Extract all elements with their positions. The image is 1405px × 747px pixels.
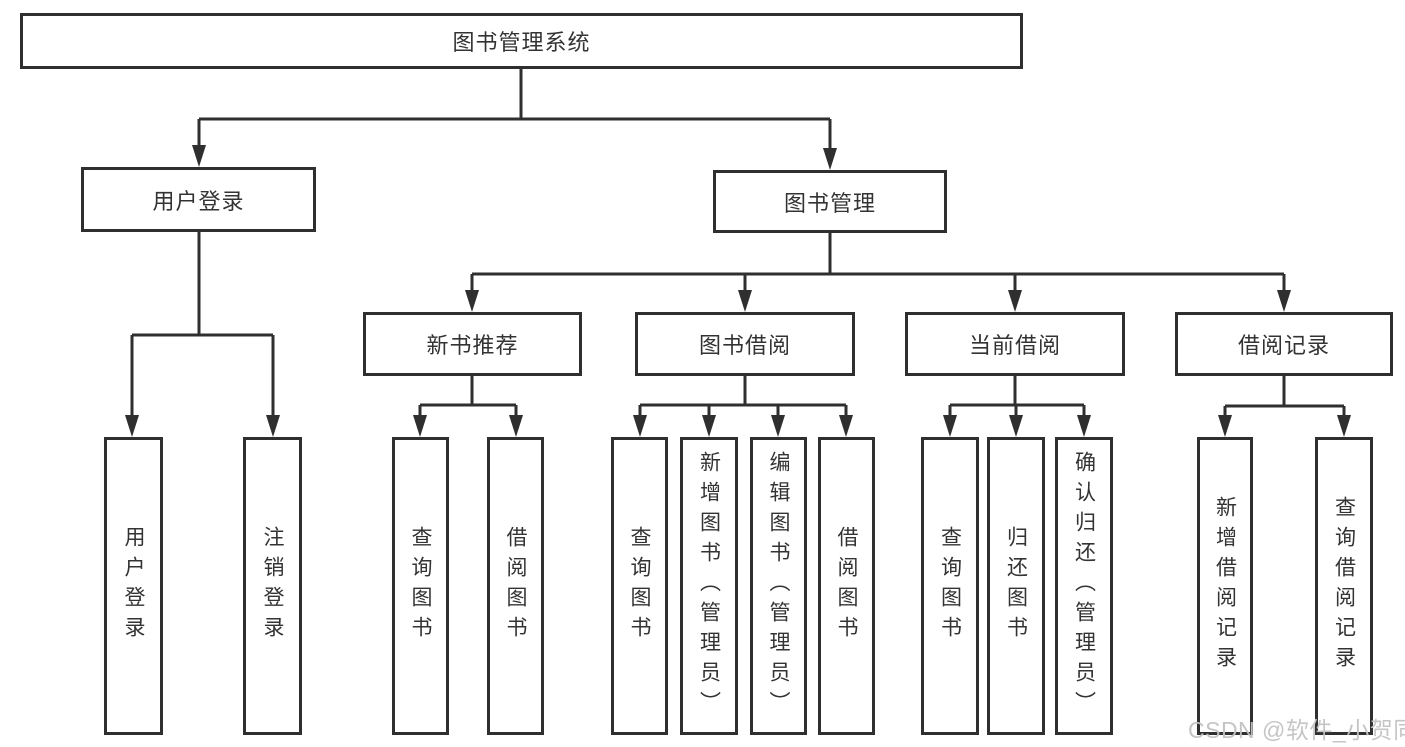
leaf-return-books: 归还图书 [987,437,1045,735]
leaf-logout: 注销登录 [243,437,302,735]
leaf-user-login: 用户登录 [104,437,163,735]
node-label: 借阅记录 [1237,333,1330,358]
node-borrow-records: 借阅记录 [1175,312,1393,376]
node-label: 图书管理系统 [452,30,591,55]
leaf-query-books-current: 查询图书 [921,437,979,735]
leaf-label: 新增图书（管理员） [697,451,721,721]
leaf-label: 借阅图书 [835,526,858,646]
leaf-borrow-books-borrow: 借阅图书 [818,437,875,735]
leaf-label: 确认归还（管理员） [1072,451,1096,721]
leaf-label: 归还图书 [1004,526,1028,646]
leaf-label: 查询图书 [628,526,651,646]
leaf-label: 查询借阅记录 [1332,496,1356,676]
leaf-confirm-return-admin: 确认归还（管理员） [1055,437,1113,735]
node-label: 新书推荐 [426,333,519,358]
csdn-watermark: CSDN @软件_小贺同学 [1188,717,1405,743]
leaf-label: 新增借阅记录 [1213,496,1237,676]
leaf-borrow-books-recommend: 借阅图书 [487,437,544,735]
arrowheads [125,145,1351,437]
leaf-query-borrow-record: 查询借阅记录 [1315,437,1373,735]
leaf-edit-books-admin: 编辑图书（管理员） [750,437,807,735]
node-user-login: 用户登录 [81,167,316,232]
leaf-add-borrow-record: 新增借阅记录 [1197,437,1253,735]
node-library-management-system: 图书管理系统 [20,13,1023,69]
node-label: 用户登录 [152,188,245,214]
leaf-label: 注销登录 [261,526,284,646]
node-label: 当前借阅 [968,333,1061,358]
node-new-book-recommend: 新书推荐 [363,312,582,376]
leaf-label: 查询图书 [938,526,962,646]
leaf-label: 编辑图书（管理员） [767,451,790,721]
node-label: 图书管理 [783,190,876,216]
node-label: 图书借阅 [698,333,791,358]
leaf-add-books-admin: 新增图书（管理员） [680,437,738,735]
node-book-borrow: 图书借阅 [635,312,855,376]
leaf-label: 借阅图书 [504,526,527,646]
leaf-query-books-borrow: 查询图书 [611,437,668,735]
leaf-label: 用户登录 [122,526,145,646]
leaf-query-books-recommend: 查询图书 [392,437,449,735]
node-book-management: 图书管理 [713,170,947,233]
node-current-borrow: 当前借阅 [905,312,1125,376]
leaf-label: 查询图书 [409,526,432,646]
